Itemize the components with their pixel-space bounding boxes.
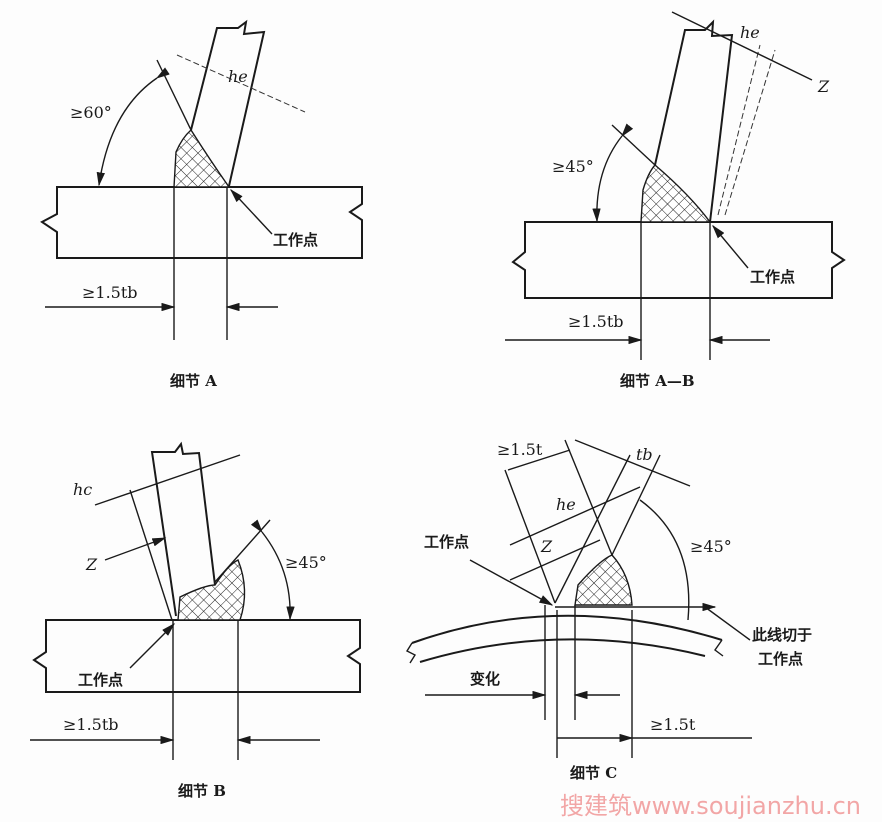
z-label: Z bbox=[817, 77, 830, 96]
min-dim-label: ≥1.5tb bbox=[63, 715, 119, 734]
change-label: 变化 bbox=[470, 670, 500, 688]
tangent-note-line2: 工作点 bbox=[758, 650, 803, 668]
angle-ref-line bbox=[156, 59, 192, 131]
throat-label: he bbox=[740, 23, 760, 42]
throat-label: he bbox=[556, 495, 576, 514]
angle-arc bbox=[592, 123, 634, 223]
angle-label: ≥45° bbox=[285, 553, 327, 572]
base-plate bbox=[511, 221, 846, 299]
caption: 细节 B bbox=[178, 782, 226, 800]
throat-line bbox=[176, 54, 306, 113]
top-dim-label: ≥1.5t bbox=[497, 440, 543, 459]
z-label: Z bbox=[540, 537, 553, 556]
weld-hatch bbox=[173, 128, 231, 188]
work-point-label: 工作点 bbox=[273, 231, 318, 249]
tangent-note-line1: 此线切于 bbox=[752, 626, 812, 644]
detail-b: hc Z ≥45° 工作点 ≥1.5tb 细节 B bbox=[30, 441, 361, 800]
angle-label: ≥45° bbox=[552, 157, 594, 176]
angle-arc bbox=[250, 519, 295, 621]
angle-ref-line bbox=[611, 124, 656, 166]
curved-chord bbox=[411, 614, 723, 663]
work-point-label: 工作点 bbox=[78, 671, 123, 689]
min-dim-label: ≥1.5tb bbox=[568, 312, 624, 331]
throat-label: he bbox=[228, 67, 248, 86]
work-point-label: 工作点 bbox=[750, 268, 795, 286]
tb-label: tb bbox=[636, 445, 653, 464]
min-dim-label: ≥1.5tb bbox=[82, 283, 138, 302]
detail-ab: ≥45° he Z 工作点 ≥1.5tb 细节 A—B bbox=[505, 11, 846, 390]
weld-hatch bbox=[177, 559, 246, 621]
angle-arc bbox=[639, 499, 690, 621]
z-label: Z bbox=[85, 555, 98, 574]
caption: 细节 C bbox=[570, 764, 617, 782]
weld-hatch bbox=[640, 164, 712, 223]
min-dim-label: ≥1.5t bbox=[650, 715, 696, 734]
detail-a: ≥60° he 工作点 ≥1.5tb 细节 A bbox=[40, 19, 363, 390]
base-plate bbox=[32, 619, 361, 693]
watermark: 搜建筑www.soujianzhu.cn bbox=[560, 792, 861, 820]
caption: 细节 A—B bbox=[620, 372, 695, 390]
base-plate bbox=[40, 186, 363, 259]
weld-hatch bbox=[574, 554, 633, 606]
work-point-label: 工作点 bbox=[424, 533, 469, 551]
detail-c: ≥1.5t tb he Z 工作点 ≥45° 此线切于 工作点 变化 ≥1.5t… bbox=[405, 439, 812, 782]
angle-label: ≥60° bbox=[70, 103, 112, 122]
caption: 细节 A bbox=[170, 372, 217, 390]
angle-arc bbox=[96, 67, 170, 187]
branch-member bbox=[190, 19, 266, 187]
branch-member bbox=[654, 19, 734, 223]
branch-member bbox=[150, 441, 216, 617]
angle-label: ≥45° bbox=[690, 537, 732, 556]
throat-label: hc bbox=[73, 480, 92, 499]
